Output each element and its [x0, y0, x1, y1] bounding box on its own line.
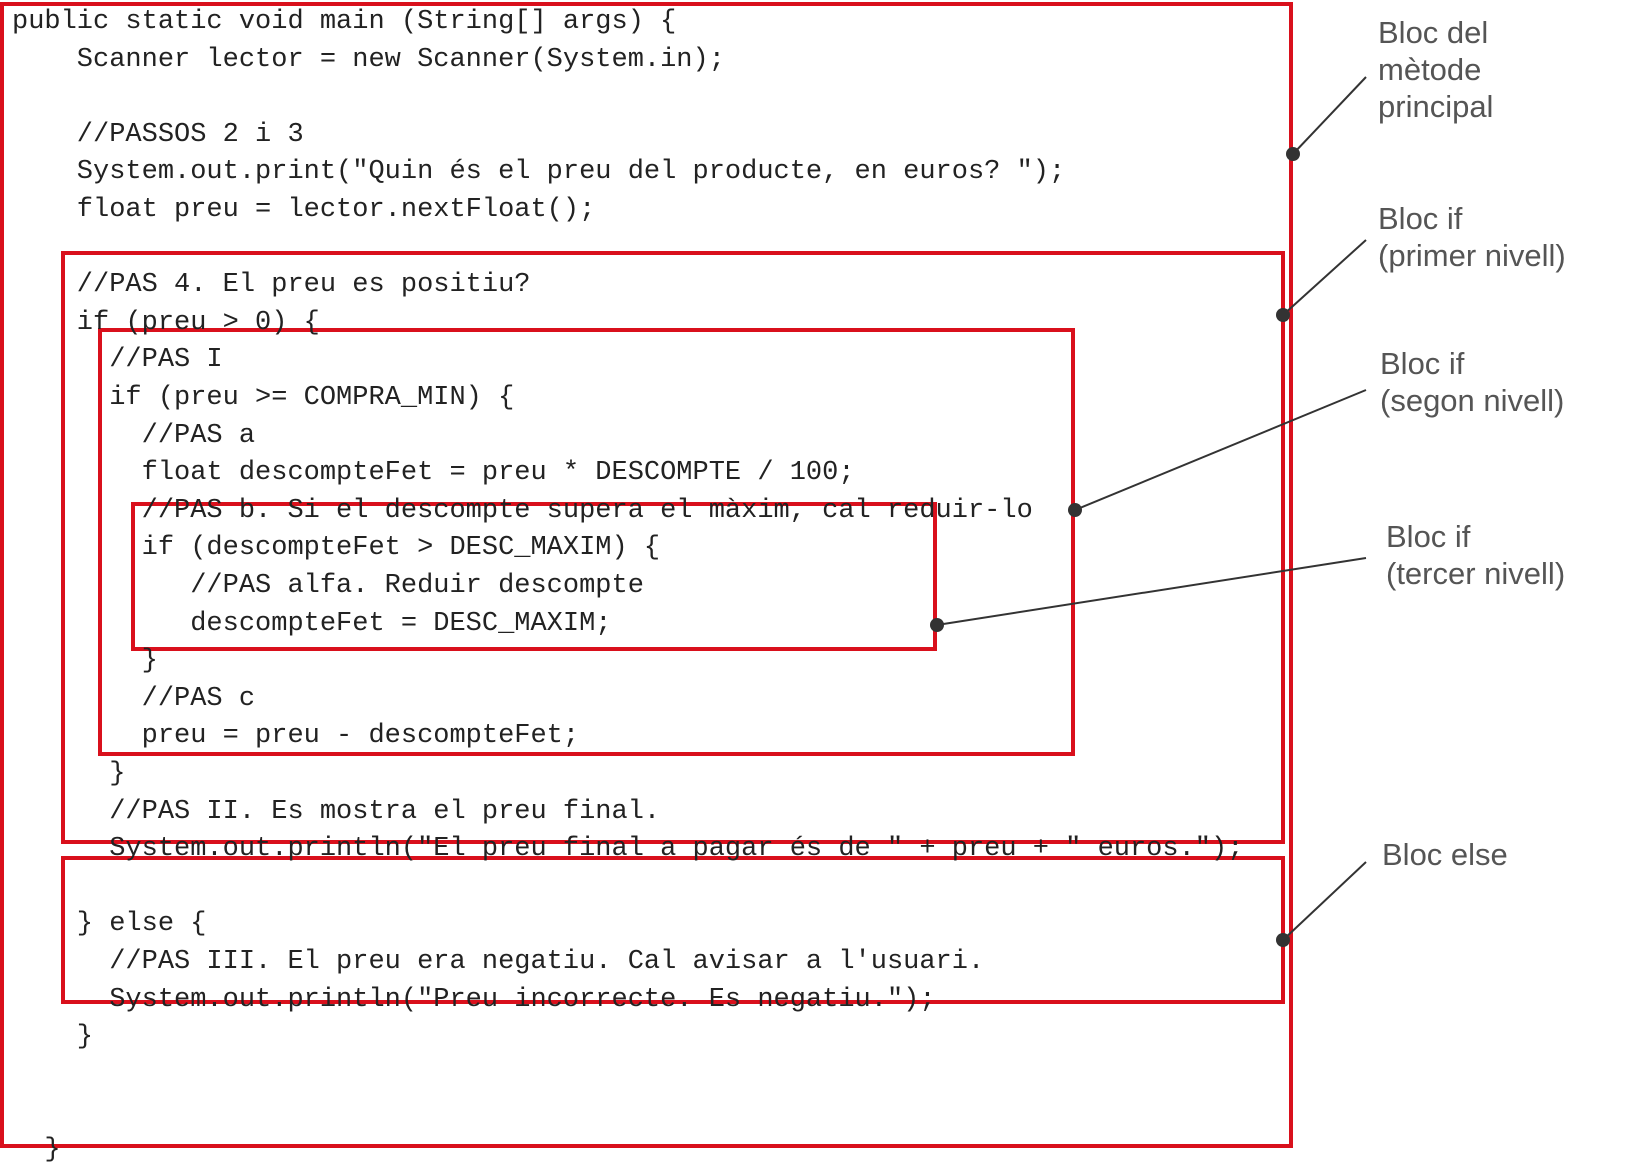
label-if-first-level: Bloc if (primer nivell) [1378, 201, 1566, 273]
else-block [61, 856, 1285, 1004]
code-line: if (preu >= COMPRA_MIN) { [12, 383, 515, 413]
code-line: System.out.print("Quin és el preu del pr… [12, 157, 1066, 188]
if-second-level-block [98, 328, 1075, 756]
code-line: //PAS b. Si el descompte supera el màxim… [12, 495, 1033, 526]
code-line: float descompteFet = preu * DESCOMPTE / … [12, 458, 855, 489]
if-third-level-block [131, 502, 937, 651]
main-method-block [0, 2, 1293, 1148]
code-line: if (preu > 0) { [12, 307, 320, 338]
if-first-level-leader [1276, 239, 1367, 322]
label-else: Bloc else [1382, 837, 1508, 872]
main-method-anchor-dot [1286, 147, 1300, 161]
label-if-third-level: Bloc if (tercer nivell) [1386, 519, 1566, 591]
code-line: System.out.println("Preu incorrecte. Es … [12, 984, 936, 1015]
code-line: //PAS a [12, 420, 256, 451]
code-line: descompteFet = DESC_MAXIM; [12, 608, 612, 639]
code-line: Scanner lector = new Scanner(System.in); [12, 44, 725, 75]
code-line: //PAS III. El preu era negatiu. Cal avis… [12, 947, 985, 977]
code-line: float preu = lector.nextFloat(); [12, 195, 596, 225]
code-line: //PAS 4. El preu es positiu? [12, 270, 531, 301]
if-first-level-anchor-dot [1276, 308, 1290, 322]
label-main-method: Bloc del mètode principal [1378, 15, 1494, 124]
if-third-level-anchor-dot [930, 618, 944, 632]
if-third-level-leader [930, 557, 1367, 632]
code-line: //PAS c [12, 683, 256, 714]
code-line: //PAS I [12, 345, 223, 376]
code-line: } [12, 646, 158, 677]
code-line: public static void main (String[] args) … [12, 7, 677, 37]
code-line: } [12, 1022, 94, 1053]
code-line: preu = preu - descompteFet; [12, 721, 580, 752]
code-line: System.out.println("El preu final a paga… [12, 834, 1244, 865]
else-anchor-dot [1276, 933, 1290, 947]
label-if-second-level: Bloc if (segon nivell) [1380, 346, 1565, 418]
code-line: //PASSOS 2 i 3 [12, 119, 304, 150]
main-method-leader [1286, 76, 1367, 161]
code-line: } else { [12, 909, 207, 940]
code-line: } [12, 759, 126, 789]
if-first-level-block [61, 251, 1285, 844]
code-line: //PAS II. Es mostra el preu final. [12, 796, 661, 827]
code-line: //PAS alfa. Reduir descompte [12, 571, 644, 601]
if-second-level-anchor-dot [1068, 503, 1082, 517]
code-line: if (descompteFet > DESC_MAXIM) { [12, 533, 661, 564]
else-leader [1276, 861, 1367, 947]
if-second-level-leader [1068, 389, 1367, 517]
